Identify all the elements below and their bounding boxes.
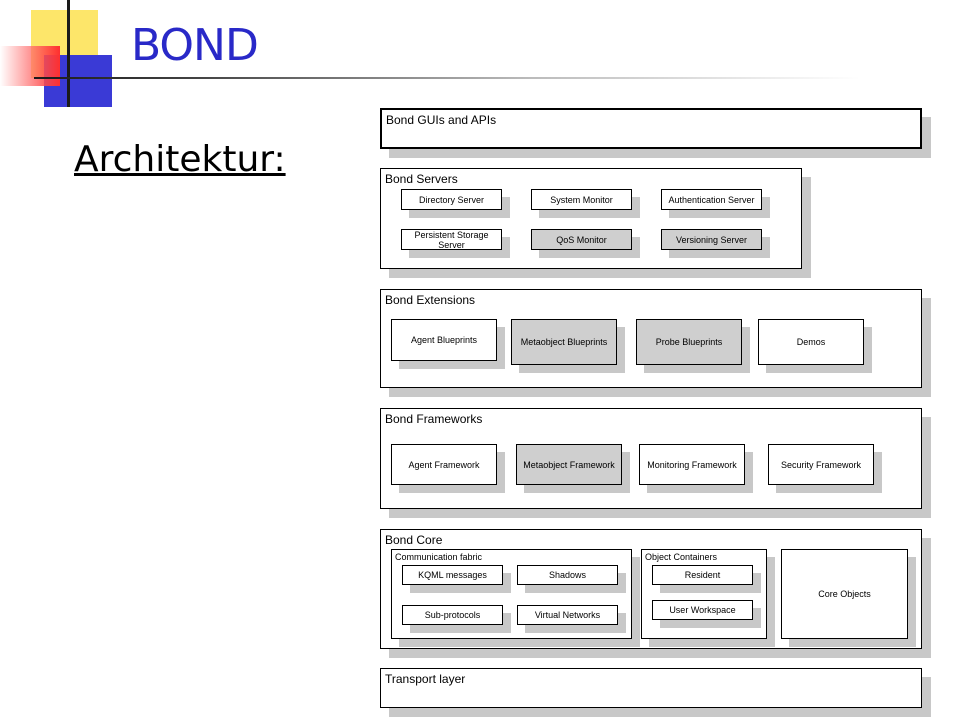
group-object-containers: Object Containers Resident User Workspac…	[641, 549, 767, 639]
layer-frameworks: Bond Frameworks Agent Framework Metaobje…	[380, 408, 922, 509]
ext-metaobject-blueprints: Metaobject Blueprints	[511, 319, 617, 365]
layer-transport-label: Transport layer	[385, 672, 466, 686]
fw-metaobject: Metaobject Framework	[516, 444, 622, 485]
server-persistent-storage: Persistent Storage Server	[401, 229, 502, 250]
layer-extensions: Bond Extensions Agent Blueprints Metaobj…	[380, 289, 922, 388]
server-system-monitor: System Monitor	[531, 189, 632, 210]
layer-guis-apis-label: Bond GUIs and APIs	[386, 113, 497, 127]
group-communication-fabric: Communication fabric KQML messages Shado…	[391, 549, 632, 639]
layer-servers-label: Bond Servers	[385, 172, 458, 186]
logo-red-square	[0, 46, 60, 86]
layer-core-label: Bond Core	[385, 533, 443, 547]
group-communication-label: Communication fabric	[395, 552, 483, 562]
ext-demos: Demos	[758, 319, 864, 365]
fw-monitoring: Monitoring Framework	[639, 444, 745, 485]
fw-security: Security Framework	[768, 444, 874, 485]
layer-guis-apis: Bond GUIs and APIs	[380, 108, 922, 149]
slide-title: BOND	[131, 20, 259, 71]
server-versioning: Versioning Server	[661, 229, 762, 250]
server-authentication: Authentication Server	[661, 189, 762, 210]
fw-agent: Agent Framework	[391, 444, 497, 485]
ext-agent-blueprints: Agent Blueprints	[391, 319, 497, 361]
container-user-workspace: User Workspace	[652, 600, 753, 620]
layer-servers: Bond Servers Directory Server System Mon…	[380, 168, 802, 269]
container-resident: Resident	[652, 565, 753, 585]
comm-sub-protocols: Sub-protocols	[402, 605, 503, 625]
comm-virtual-networks: Virtual Networks	[517, 605, 618, 625]
ext-probe-blueprints: Probe Blueprints	[636, 319, 742, 365]
layer-transport: Transport layer	[380, 668, 922, 708]
layer-core: Bond Core Communication fabric KQML mess…	[380, 529, 922, 649]
server-qos-monitor: QoS Monitor	[531, 229, 632, 250]
core-objects: Core Objects	[781, 549, 908, 639]
comm-kqml-messages: KQML messages	[402, 565, 503, 585]
server-directory: Directory Server	[401, 189, 502, 210]
layer-extensions-label: Bond Extensions	[385, 293, 476, 307]
group-containers-label: Object Containers	[645, 552, 718, 562]
slide-subtitle: Architektur:	[74, 139, 286, 180]
title-underline-rule	[34, 77, 860, 79]
layer-frameworks-label: Bond Frameworks	[385, 412, 483, 426]
logo-vertical-line	[67, 0, 70, 107]
comm-shadows: Shadows	[517, 565, 618, 585]
